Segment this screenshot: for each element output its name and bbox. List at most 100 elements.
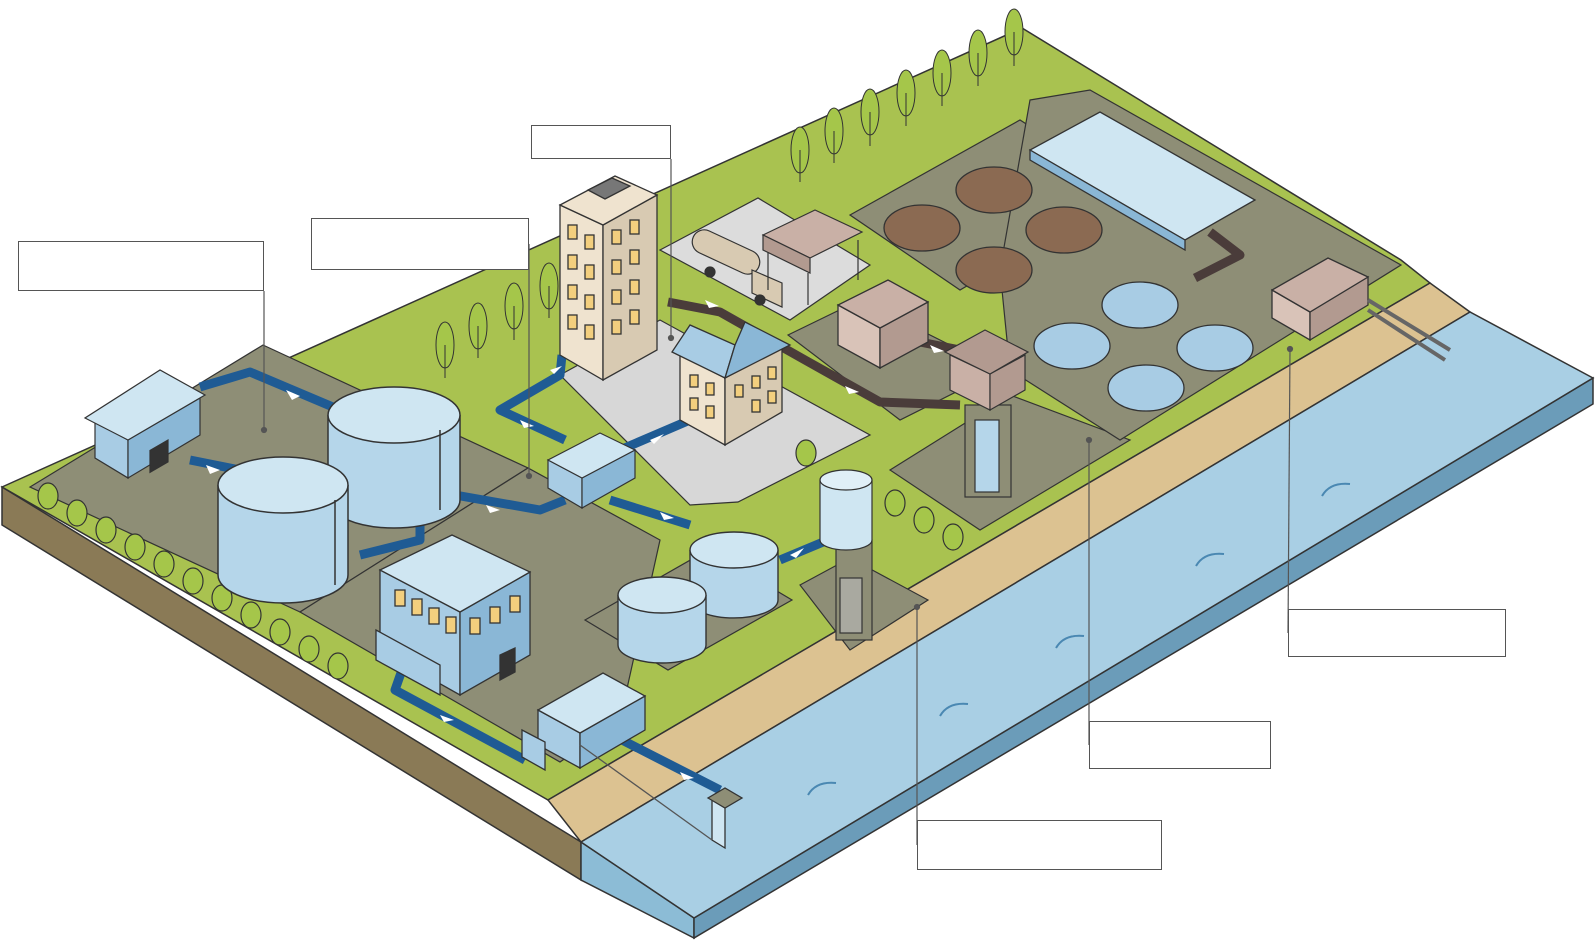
tree <box>790 126 810 182</box>
bush <box>182 567 204 595</box>
flow-arrow-2 <box>939 702 969 717</box>
tree <box>860 88 880 146</box>
tree <box>896 69 916 126</box>
river-surface <box>579 311 1595 919</box>
label-box-2[interactable] <box>311 218 529 270</box>
outfall-building <box>1270 257 1452 362</box>
flow-arrow-1 <box>807 781 837 796</box>
thickener <box>883 204 961 252</box>
pipe-station-to-small-tank <box>608 495 692 530</box>
small-tank-back <box>689 531 779 619</box>
flow-arrow-5 <box>1321 482 1351 497</box>
tree-row-top <box>435 8 1024 378</box>
pipe-clarifier-to-aeration <box>1192 228 1245 283</box>
pipe-station-to-office <box>495 354 567 445</box>
garage <box>83 369 207 480</box>
label-box-3[interactable] <box>18 241 264 291</box>
pipe-tanks-to-station <box>454 490 567 515</box>
office-windows <box>567 219 640 340</box>
flow-arrow <box>286 390 300 400</box>
flow-arrow <box>845 386 859 394</box>
bush <box>66 499 88 527</box>
clarifiers <box>1033 281 1254 412</box>
bush <box>942 523 964 551</box>
pipe-garage-to-tank <box>198 367 342 415</box>
bush <box>913 506 935 534</box>
label-box-4[interactable] <box>1288 609 1506 657</box>
flow-arrow <box>550 366 562 374</box>
leader-line-4 <box>1287 348 1291 634</box>
pipe-office-to-grit <box>667 297 961 410</box>
pipe-building-to-tank <box>358 520 425 560</box>
label-box-1[interactable] <box>531 125 671 159</box>
pump-station <box>546 432 637 510</box>
bush <box>298 635 320 663</box>
flow-arrow <box>930 345 944 353</box>
tree <box>968 29 988 86</box>
pipe-river-to-pump <box>619 735 723 795</box>
flow-arrow <box>660 512 674 520</box>
flow-arrow-4 <box>1195 552 1225 567</box>
label-box-5[interactable] <box>1089 721 1271 769</box>
bush <box>884 489 906 517</box>
flow-arrow <box>705 300 719 308</box>
flow-arrow <box>520 420 534 428</box>
pipe-intake-to-smalltank <box>778 535 830 565</box>
flow-arrow <box>440 715 454 722</box>
thickener <box>1025 206 1103 254</box>
bush <box>153 550 175 578</box>
bush <box>240 601 262 629</box>
flow-arrow <box>680 772 694 780</box>
truck-shelter <box>761 209 864 305</box>
small-tank-front <box>617 576 707 664</box>
large-tank-front <box>217 456 349 604</box>
drying-beds <box>1028 111 1257 252</box>
leader-lines <box>260 159 1294 845</box>
flow-arrow <box>650 434 664 444</box>
flow-arrow-3 <box>1055 634 1085 649</box>
sludge-pump-house <box>836 279 930 370</box>
thickener <box>955 246 1033 294</box>
treatment-building <box>375 534 532 697</box>
bush <box>327 652 349 680</box>
pipe-station-to-house <box>618 415 692 455</box>
thickener <box>955 166 1033 214</box>
house <box>671 321 792 447</box>
river-flow-arrows <box>807 482 1351 796</box>
tree <box>435 321 455 378</box>
raw-water-pump-house <box>521 672 647 772</box>
pipe-pump-to-building <box>390 668 528 764</box>
bush <box>269 618 291 646</box>
clean-water-pipes <box>189 354 830 795</box>
clarifier <box>1033 322 1111 370</box>
intake-well <box>819 469 873 641</box>
clarifier <box>1101 281 1179 329</box>
tree <box>504 282 524 340</box>
tree <box>539 262 559 318</box>
building-windows <box>394 589 521 635</box>
office-tower <box>558 175 659 382</box>
clarifier <box>1176 324 1254 372</box>
tanker-truck <box>691 229 783 308</box>
clarifier <box>1107 364 1185 412</box>
river-intake-tower <box>579 744 744 850</box>
tree <box>824 107 844 163</box>
bush <box>795 439 817 467</box>
tree <box>1004 8 1024 66</box>
tree <box>932 49 952 106</box>
sludge-thickeners <box>883 166 1103 294</box>
bush <box>124 533 146 561</box>
house-windows <box>689 366 777 419</box>
flow-arrow <box>790 548 804 558</box>
bush-row-left <box>37 439 964 680</box>
grit-chamber <box>943 329 1030 498</box>
pipe-flow-arrows <box>206 300 944 780</box>
label-box-6[interactable] <box>917 820 1162 870</box>
flow-arrow <box>206 465 220 474</box>
tree <box>468 302 488 358</box>
large-tank-back <box>327 386 461 529</box>
bush <box>95 516 117 544</box>
flow-arrow <box>486 505 500 513</box>
zone-truck <box>658 197 872 321</box>
